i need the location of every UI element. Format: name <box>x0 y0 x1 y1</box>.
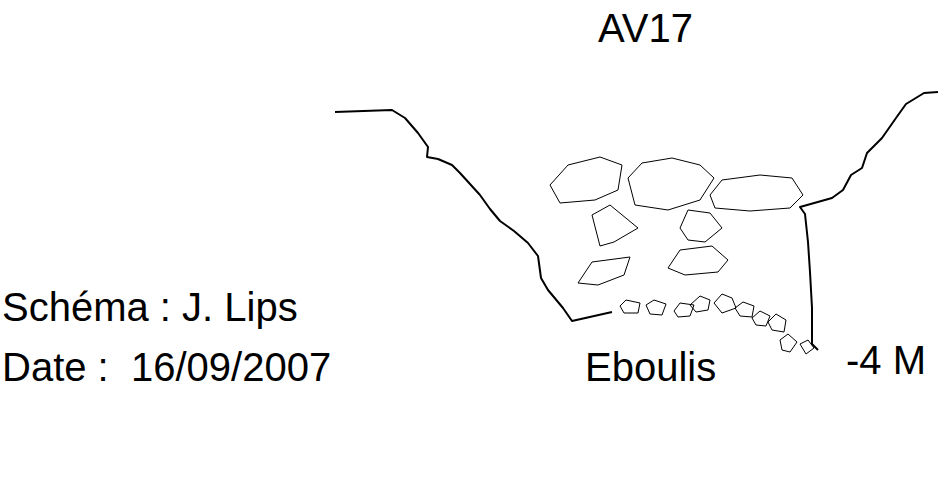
author-note: Schéma : J. Lips <box>2 283 298 331</box>
scree-label: Eboulis <box>585 343 716 391</box>
right-wall <box>800 92 938 350</box>
date-note: Date : 16/09/2007 <box>2 343 331 391</box>
left-wall <box>335 110 612 321</box>
depth-label: -4 M <box>846 336 926 384</box>
boulders <box>550 157 814 354</box>
cave-id: AV17 <box>598 4 693 52</box>
